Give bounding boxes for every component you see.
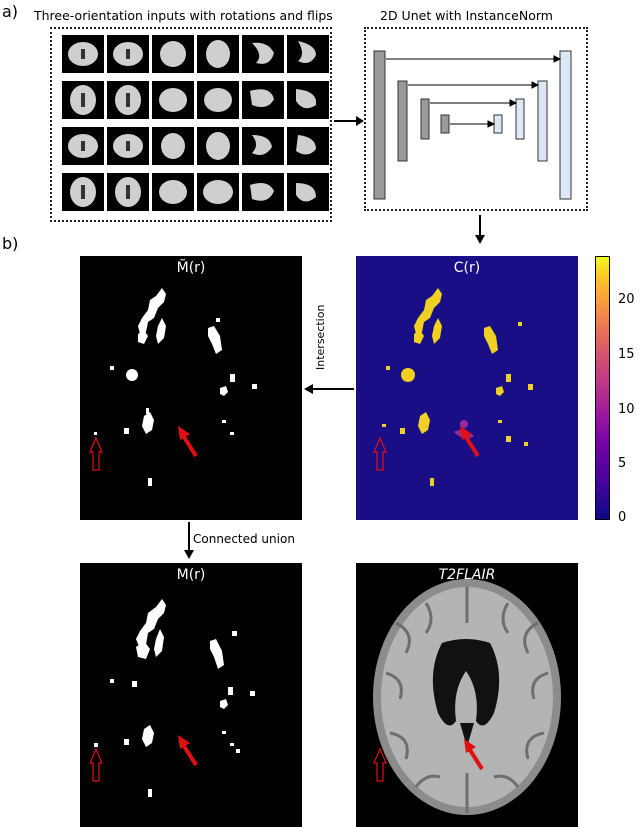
cmap-title: C(r) <box>453 260 481 276</box>
connected-union-label: Connected union <box>193 532 295 546</box>
red-filled-arrow-icon <box>464 739 484 771</box>
m-lesion-mask <box>89 599 255 797</box>
red-outline-arrow-icon <box>373 747 387 782</box>
mtilde-title: M̃(r) <box>176 260 206 276</box>
m-panel: M(r) <box>80 563 302 827</box>
arrow-down-icon <box>184 522 194 559</box>
panel-b-label: b) <box>2 234 19 253</box>
arrow-right-icon <box>334 116 364 126</box>
colorbar-tick-10: 10 <box>618 402 635 417</box>
mtilde-panel: M̃(r) <box>80 256 302 520</box>
intersection-label: Intersection <box>314 304 327 370</box>
colorbar-tick-15: 15 <box>618 347 635 362</box>
unet-title: 2D Unet with InstanceNorm <box>380 8 553 23</box>
flair-title: T2FLAIR <box>438 567 496 583</box>
arrow-down-icon <box>475 215 485 244</box>
colorbar-tick-0: 0 <box>618 510 627 525</box>
red-filled-arrow-icon <box>178 426 198 458</box>
red-outline-arrow-icon <box>89 747 103 782</box>
red-filled-arrow-icon <box>178 735 198 767</box>
arrow-left-icon <box>304 384 354 394</box>
flair-brain-image <box>373 579 561 815</box>
red-outline-arrow-icon <box>373 436 387 471</box>
cmap-lesion-map <box>373 288 533 486</box>
colorbar <box>595 256 610 520</box>
inputs-title: Three-orientation inputs with rotations … <box>34 8 333 23</box>
brain-thumbnail-grid <box>62 35 329 211</box>
unet-diagram <box>373 50 572 200</box>
m-title: M(r) <box>176 567 206 583</box>
colorbar-tick-5: 5 <box>618 456 627 471</box>
mtilde-lesion-mask <box>89 288 257 486</box>
red-filled-arrow-icon <box>460 426 480 458</box>
panel-a-label: a) <box>2 2 19 21</box>
flair-panel: T2FLAIR <box>356 563 578 827</box>
unet-box <box>364 27 588 211</box>
cmap-panel: C(r) <box>356 256 578 520</box>
colorbar-tick-20: 20 <box>618 292 635 307</box>
inputs-box <box>50 27 332 222</box>
red-outline-arrow-icon <box>89 436 103 471</box>
